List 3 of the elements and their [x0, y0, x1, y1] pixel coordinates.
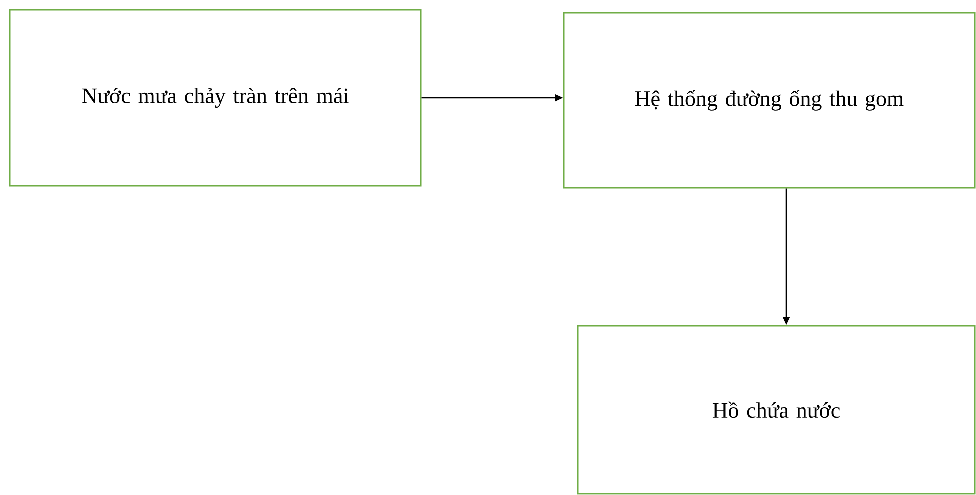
process-box: Hệ thống đường ống thu gom: [563, 12, 976, 189]
process-box: Hồ chứa nước: [577, 325, 976, 495]
process-box: Nước mưa chảy tràn trên mái: [9, 9, 422, 187]
